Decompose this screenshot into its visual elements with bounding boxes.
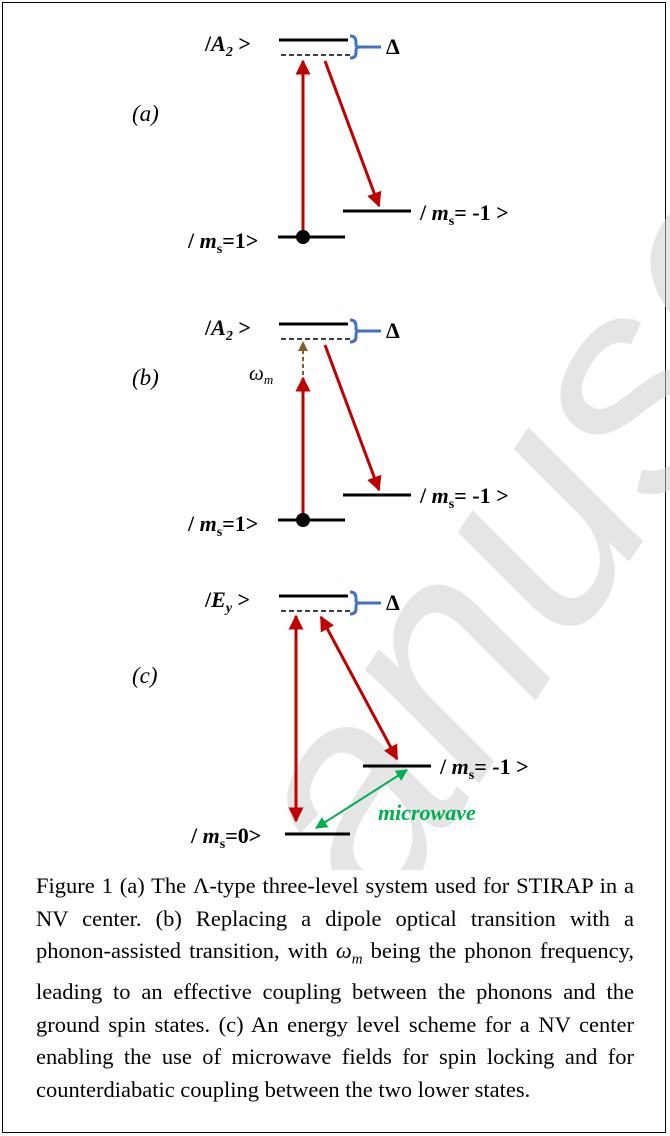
caption-intro: Figure 1 (a) The Λ-type three-level syst… (36, 873, 634, 963)
energy-level-diagram: anuscript (a) /A2 > Δ / ms=1> / ms= -1 > (132, 0, 670, 870)
stokes-arrow-c (319, 615, 399, 761)
delta-bracket-a (349, 34, 361, 60)
delta-b: Δ (386, 318, 400, 343)
microwave-arrow-c (314, 769, 409, 829)
panel-c: (c) /Ey > Δ microwave / ms=0> / ms= -1 > (132, 587, 529, 852)
phonon-label-b: ωm (249, 361, 273, 387)
upper-ket-b: /A2 > (204, 315, 251, 344)
upper-ket-c: /Ey > (204, 587, 250, 616)
delta-c: Δ (386, 590, 400, 615)
watermark: anuscript (158, 0, 670, 870)
ground-right-ket-c: / ms= -1 > (439, 754, 529, 783)
caption-symbol-sub: m (351, 951, 363, 968)
panel-label-c: (c) (132, 663, 158, 688)
population-dot-a (296, 230, 310, 244)
ground-right-ket-b: / ms= -1 > (419, 483, 509, 512)
figure-caption: Figure 1 (a) The Λ-type three-level syst… (36, 870, 634, 1106)
panel-b: (b) /A2 > Δ ωm / ms=1> / ms= -1 > (132, 315, 509, 540)
ground-left-ket-c: / ms=0> (190, 823, 261, 852)
stokes-arrow-a (323, 60, 382, 208)
delta-bracket-b (349, 318, 361, 344)
panel-label-b: (b) (132, 365, 159, 390)
ground-right-ket-a: / ms= -1 > (419, 200, 509, 229)
ground-left-ket-b: / ms=1> (187, 511, 258, 540)
panel-label-a: (a) (132, 101, 159, 126)
upper-ket-a: /A2 > (204, 31, 251, 60)
caption-rest: being the phonon frequency, leading to a… (36, 938, 634, 1102)
population-dot-b (296, 513, 310, 527)
panel-a: (a) /A2 > Δ / ms=1> / ms= -1 > (132, 31, 509, 257)
caption-symbol: ω (335, 938, 352, 963)
watermark-text: anuscript (158, 0, 670, 870)
microwave-label-c: microwave (378, 800, 476, 825)
ground-left-ket-a: / ms=1> (187, 228, 258, 257)
stokes-arrow-b (323, 344, 382, 492)
delta-a: Δ (386, 34, 400, 59)
